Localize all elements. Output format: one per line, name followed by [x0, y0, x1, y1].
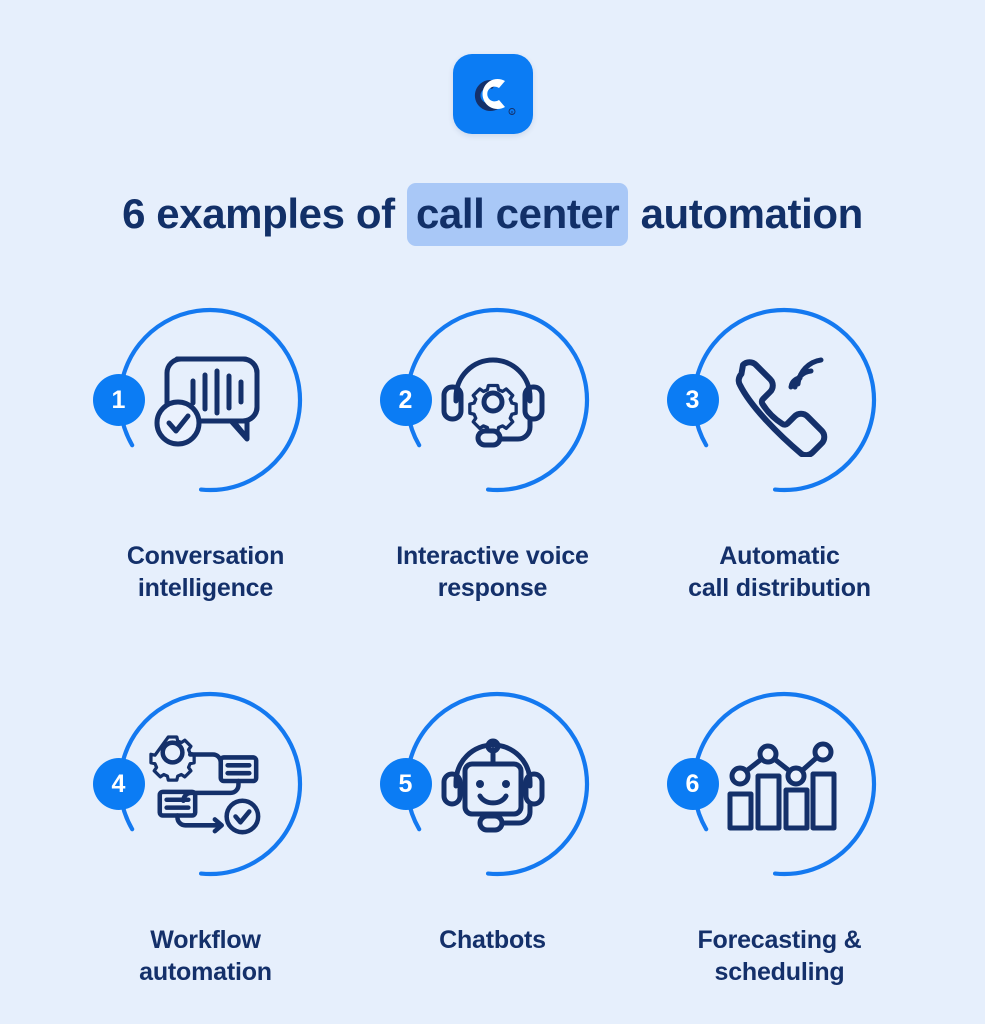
badge-number-2: 2: [379, 374, 432, 426]
example-label-2-line1: Interactive voice: [396, 542, 589, 570]
badge-number-6: 6: [666, 758, 719, 810]
icon-ring-6: 6: [665, 666, 895, 902]
icon-glyph-5: [441, 738, 544, 833]
gear-workflow-check-icon: [146, 724, 266, 844]
page-title-container: 6 examples of call center automation: [0, 163, 985, 265]
title-part-1: 6 examples of: [122, 190, 406, 238]
example-card-5: 5 Chatbots: [349, 666, 636, 988]
ring-arc-4: [117, 691, 302, 877]
badge-number-1: 1: [92, 374, 145, 426]
icon-ring-5: 5: [378, 666, 608, 902]
speech-bubble-waveform-check-icon: [146, 340, 266, 460]
example-label-5-line1: Chatbots: [439, 926, 546, 954]
logo-glyph-icon: R: [474, 79, 515, 115]
example-label-4: Workflow automation: [139, 924, 272, 988]
icon-glyph-6: [727, 741, 836, 831]
examples-grid: 1 Conversation intelligence: [0, 282, 985, 988]
bar-line-chart-icon: [720, 724, 840, 844]
example-card-3: 3 Automatic call distribution: [636, 282, 923, 604]
example-label-6-line1: Forecasting &: [697, 926, 862, 954]
headset-gear-icon: [433, 340, 553, 460]
icon-ring-3: 3: [665, 282, 895, 518]
icon-glyph-2: [441, 357, 544, 448]
example-label-2: Interactive voice response: [396, 540, 589, 604]
example-label-1: Conversation intelligence: [126, 540, 285, 604]
example-card-6: 6 Forecasting & scheduling: [636, 666, 923, 988]
ring-arc-6: [691, 691, 876, 877]
icon-glyph-1: [154, 356, 259, 447]
clearbit-c-logo-icon: R: [452, 54, 533, 134]
example-label-4-line1: Workflow: [150, 926, 261, 954]
example-label-6: Forecasting & scheduling: [697, 924, 861, 988]
ring-arc-1: [117, 307, 302, 493]
svg-text:R: R: [510, 110, 513, 114]
example-label-3: Automatic call distribution: [688, 540, 871, 604]
badge-number-5: 5: [379, 758, 432, 810]
badge-number-3: 3: [666, 374, 719, 426]
example-card-4: 4: [62, 666, 349, 988]
title-highlight: call center: [406, 183, 629, 247]
title-part-2: automation: [629, 190, 864, 238]
brand-logo-container: R: [0, 54, 985, 134]
example-card-1: 1 Conversation intelligence: [62, 282, 349, 604]
icon-glyph-3: [735, 357, 827, 457]
icon-ring-1: 1: [91, 282, 321, 518]
example-label-3-line2: call distribution: [688, 574, 871, 602]
example-label-5: Chatbots: [439, 924, 546, 956]
icon-ring-2: 2: [378, 282, 608, 518]
ring-arc-2: [404, 307, 589, 493]
icon-glyph-4: [148, 735, 260, 835]
example-label-6-line2: scheduling: [714, 958, 845, 986]
example-label-1-line1: Conversation: [126, 542, 285, 570]
robot-headset-icon: [433, 724, 553, 844]
example-label-1-line2: intelligence: [137, 574, 274, 602]
example-card-2: 2 Interactive voice response: [349, 282, 636, 604]
ring-arc-3: [691, 307, 876, 493]
example-label-4-line2: automation: [139, 958, 272, 986]
page-title: 6 examples of call center automation: [122, 183, 864, 247]
ring-arc-5: [404, 691, 589, 877]
badge-number-4: 4: [92, 758, 145, 810]
phone-ringing-icon: [720, 340, 840, 460]
icon-ring-4: 4: [91, 666, 321, 902]
example-label-3-line1: Automatic: [719, 542, 840, 570]
example-label-2-line2: response: [437, 574, 548, 602]
